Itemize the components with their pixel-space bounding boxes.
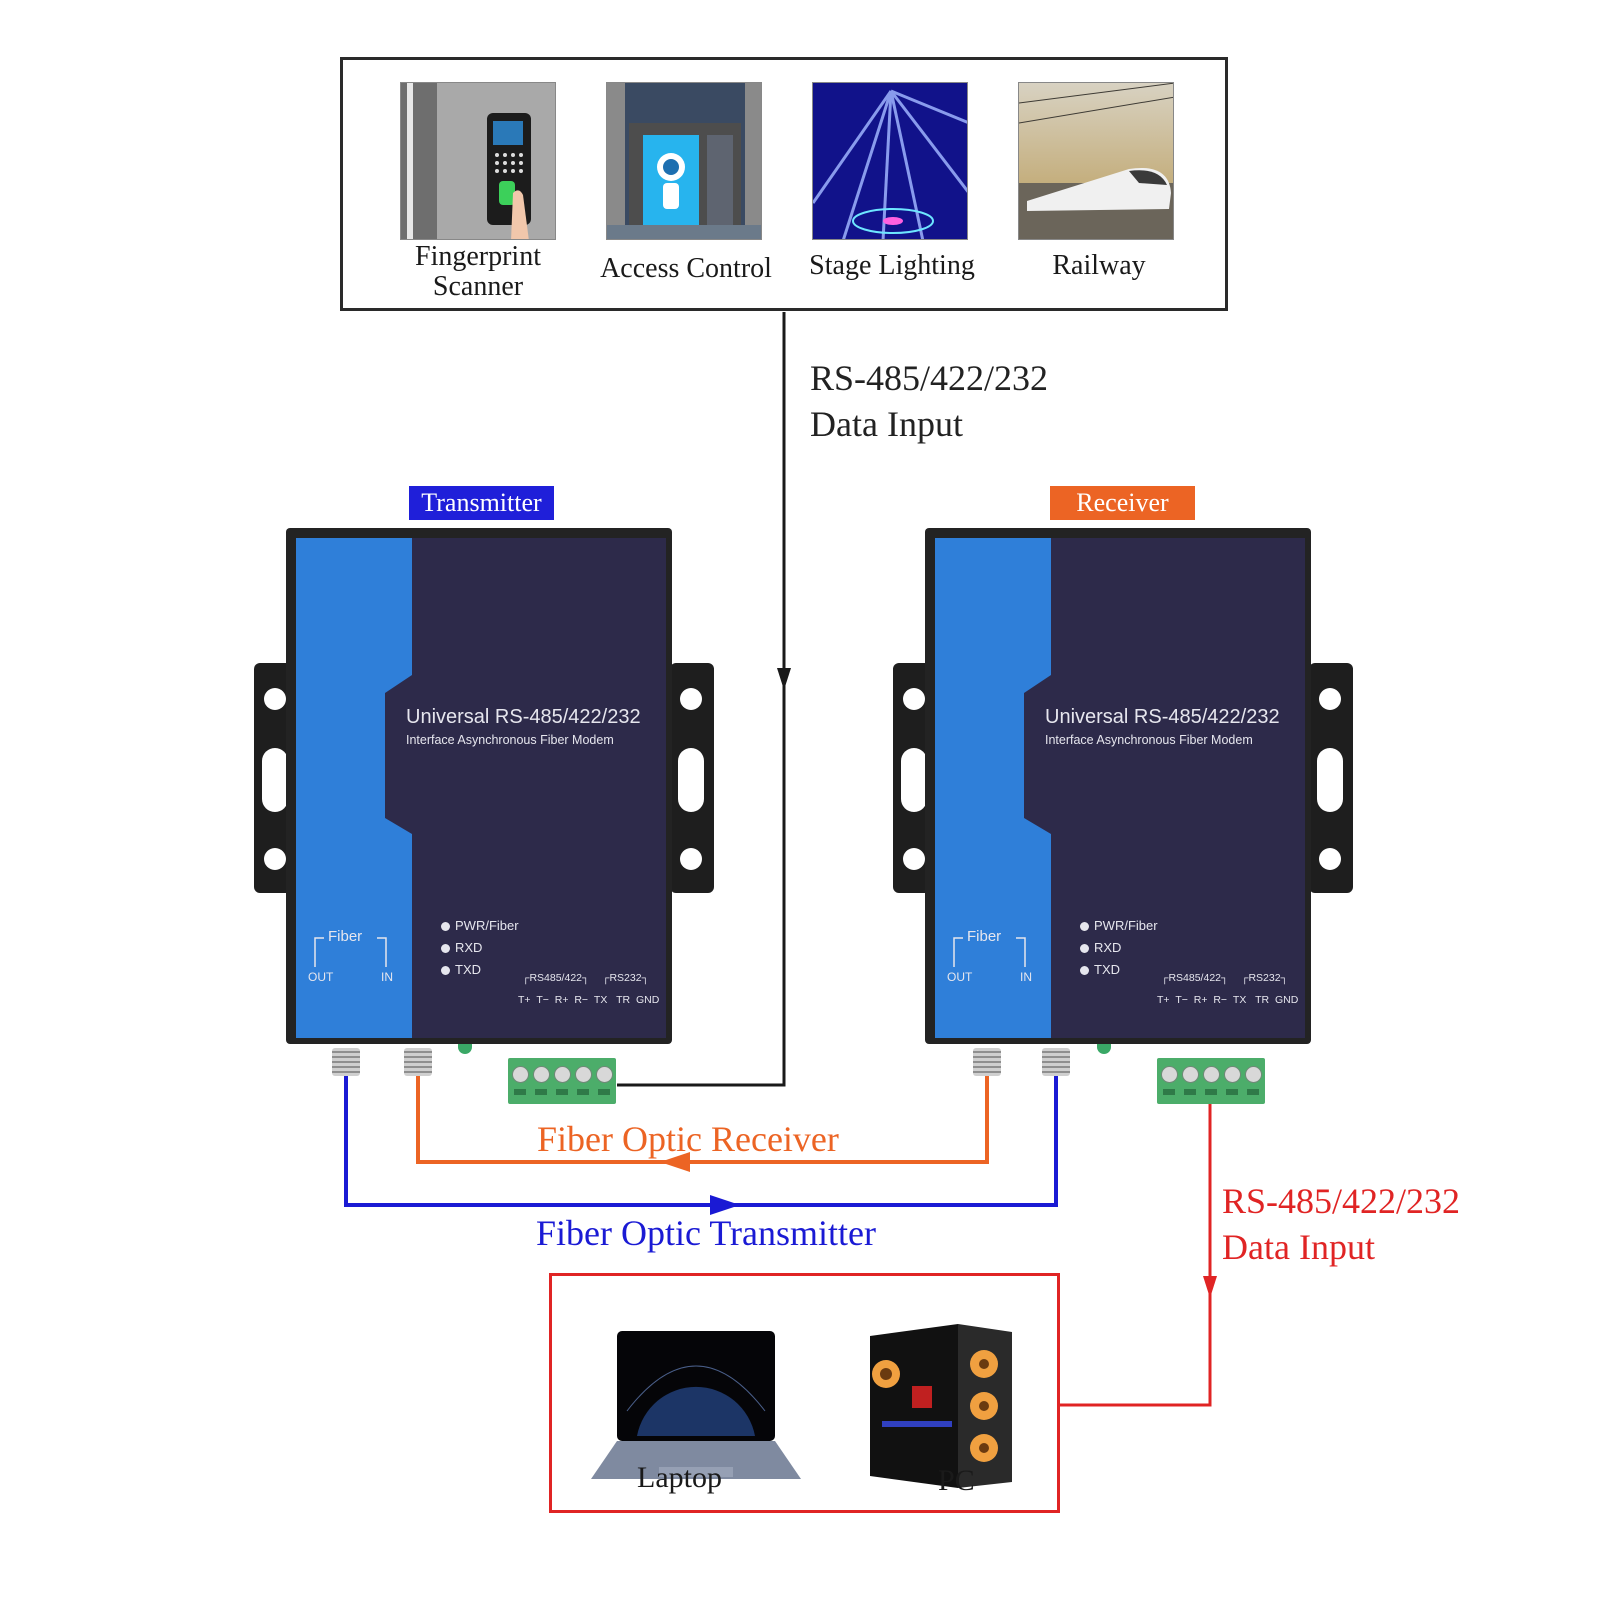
host-computers-panel: Laptop PC bbox=[549, 1273, 1060, 1513]
mounting-bracket-right bbox=[1309, 663, 1353, 893]
fiber-out-label: OUT bbox=[947, 970, 973, 984]
fiber-in-label: IN bbox=[381, 970, 393, 984]
transmitter-tag: Transmitter bbox=[409, 486, 554, 520]
led-indicator-icon bbox=[1080, 944, 1089, 954]
bottom-data-input-label: RS-485/422/232 Data Input bbox=[1222, 1178, 1460, 1270]
device-title: Universal RS-485/422/232 bbox=[1045, 706, 1280, 728]
fiber-in-label: IN bbox=[1020, 970, 1032, 984]
fiber-bracket-line bbox=[314, 937, 387, 967]
fiber-optic-transmitter-label: Fiber Optic Transmitter bbox=[536, 1213, 876, 1253]
app-label-stage-lighting: Stage Lighting bbox=[809, 250, 975, 281]
led-txd: TXD bbox=[1080, 962, 1120, 977]
app-label-line1: Fingerprint bbox=[415, 241, 541, 272]
app-label-line2: Scanner bbox=[432, 271, 524, 302]
fiber-label: Fiber bbox=[967, 928, 1002, 945]
access-control-icon bbox=[607, 83, 761, 239]
fiber-in-connector[interactable] bbox=[404, 1048, 432, 1076]
led-indicator-icon bbox=[441, 922, 450, 932]
fiber-out-connector[interactable] bbox=[332, 1048, 360, 1076]
terminal-block[interactable] bbox=[1157, 1058, 1265, 1104]
device-title: Universal RS-485/422/232 bbox=[406, 706, 641, 728]
rs485-group-label: ┌RS485/422┐ bbox=[522, 972, 590, 984]
status-led bbox=[1097, 1044, 1111, 1054]
pc-label: PC bbox=[938, 1464, 975, 1497]
led-indicator-icon bbox=[441, 966, 450, 976]
fingerprint-scanner-icon bbox=[401, 83, 555, 239]
bottom-data-arrow bbox=[1203, 1276, 1217, 1298]
access-control-image bbox=[606, 82, 762, 240]
fiber-optic-receiver-label: Fiber Optic Receiver bbox=[537, 1119, 839, 1159]
railway-icon bbox=[1019, 83, 1173, 239]
fiber-bracket-line bbox=[953, 937, 1026, 967]
stage-lighting-image bbox=[812, 82, 968, 240]
device-case: Universal RS-485/422/232 Interface Async… bbox=[286, 528, 672, 1044]
device-subtitle: Interface Asynchronous Fiber Modem bbox=[1045, 733, 1253, 747]
terminal-block[interactable] bbox=[508, 1058, 616, 1104]
laptop-icon bbox=[591, 1331, 801, 1479]
device-face-panel: Universal RS-485/422/232 Interface Async… bbox=[935, 538, 1305, 1038]
fiber-out-label: OUT bbox=[308, 970, 334, 984]
led-indicator-icon bbox=[1080, 922, 1089, 932]
receiver-device: Universal RS-485/422/232 Interface Async… bbox=[893, 528, 1353, 1104]
app-label-railway: Railway bbox=[1052, 250, 1146, 281]
led-indicator-icon bbox=[441, 944, 450, 954]
led-rxd: RXD bbox=[1080, 940, 1121, 955]
device-case: Universal RS-485/422/232 Interface Async… bbox=[925, 528, 1311, 1044]
top-flow-line1: RS-485/422/232 bbox=[810, 358, 1049, 398]
app-label-fingerprint: Fingerprint Scanner bbox=[396, 242, 560, 302]
rs485-group-label: ┌RS485/422┐ bbox=[1161, 972, 1229, 984]
fiber-out-connector[interactable] bbox=[973, 1048, 1001, 1076]
fiber-in-connector[interactable] bbox=[1042, 1048, 1070, 1076]
bottom-data-line bbox=[1060, 1085, 1212, 1407]
device-face-panel: Universal RS-485/422/232 Interface Async… bbox=[296, 538, 666, 1038]
pin-labels: T+ T− R+ R− TX TR GND bbox=[1157, 994, 1299, 1006]
pin-labels: T+ T− R+ R− TX TR GND bbox=[518, 994, 660, 1006]
transmitter-device: Universal RS-485/422/232 Interface Async… bbox=[254, 528, 714, 1104]
top-data-arrow bbox=[777, 668, 791, 690]
led-txd: TXD bbox=[441, 962, 481, 977]
top-data-input-label: RS-485/422/232 Data Input bbox=[810, 355, 1048, 447]
status-led bbox=[458, 1044, 472, 1054]
fiber-label: Fiber bbox=[328, 928, 363, 945]
desktop-pc-icon bbox=[870, 1324, 1012, 1488]
top-flow-line2: Data Input bbox=[810, 404, 963, 444]
blue-panel-stripe bbox=[296, 538, 412, 1038]
fingerprint-scanner-image bbox=[400, 82, 556, 240]
led-indicator-icon bbox=[1080, 966, 1089, 976]
bottom-flow-line2: Data Input bbox=[1222, 1227, 1375, 1267]
receiver-tag: Receiver bbox=[1050, 486, 1195, 520]
led-pwr-fiber: PWR/Fiber bbox=[1080, 918, 1158, 933]
blue-panel-stripe bbox=[935, 538, 1051, 1038]
bottom-flow-line1: RS-485/422/232 bbox=[1222, 1181, 1461, 1221]
applications-panel: Fingerprint Scanner Access Control Stage… bbox=[340, 57, 1228, 311]
app-label-access-control: Access Control bbox=[600, 253, 772, 284]
led-rxd: RXD bbox=[441, 940, 482, 955]
mounting-bracket-right bbox=[670, 663, 714, 893]
led-pwr-fiber: PWR/Fiber bbox=[441, 918, 519, 933]
stage-lighting-icon bbox=[813, 83, 967, 239]
rs232-group-label: ┌RS232┐ bbox=[1241, 972, 1289, 984]
rs232-group-label: ┌RS232┐ bbox=[602, 972, 650, 984]
laptop-label: Laptop bbox=[637, 1461, 722, 1494]
railway-image bbox=[1018, 82, 1174, 240]
device-subtitle: Interface Asynchronous Fiber Modem bbox=[406, 733, 614, 747]
